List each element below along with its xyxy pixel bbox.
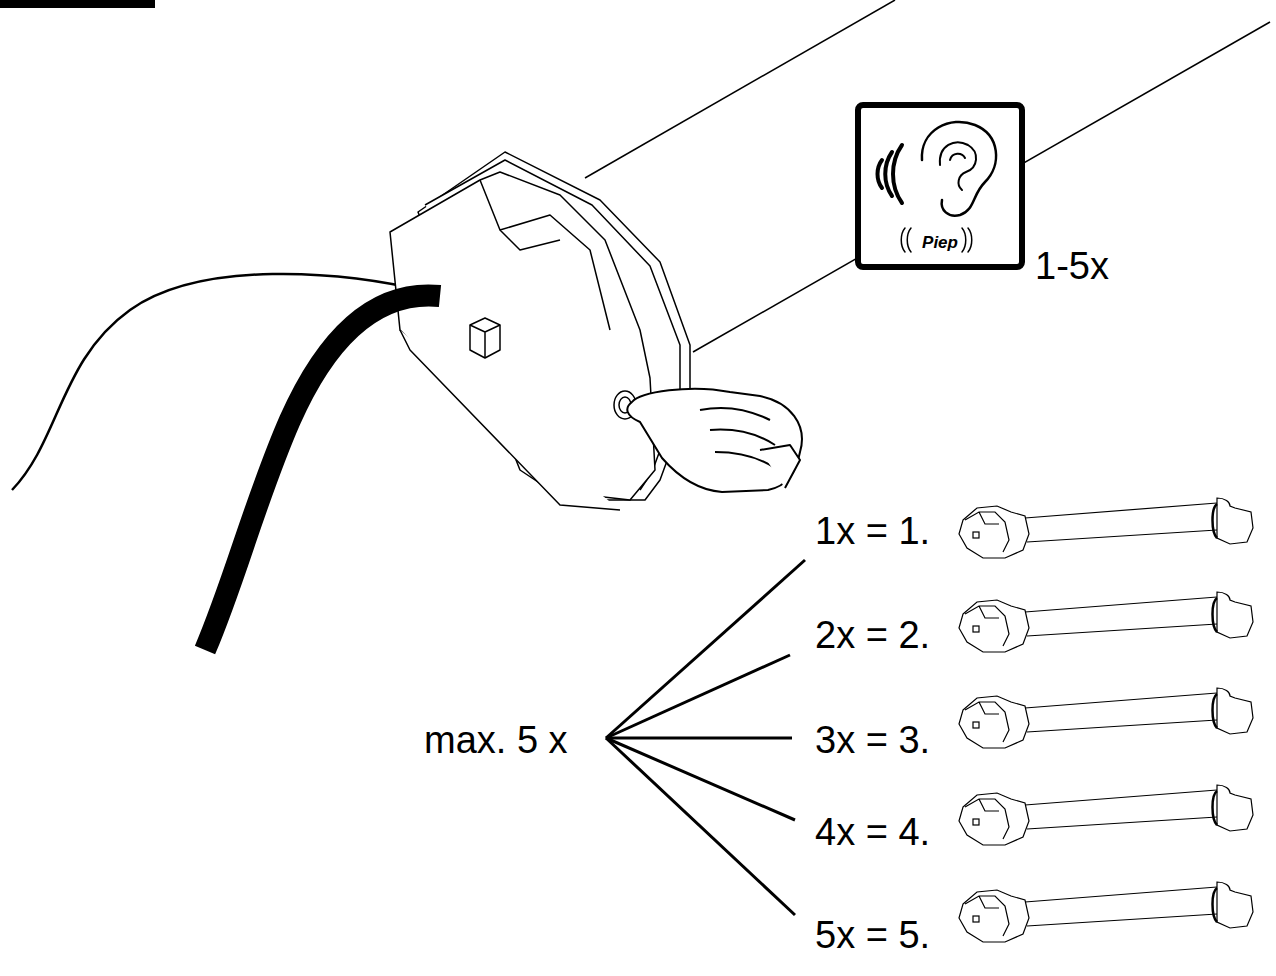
motor-thumbnail xyxy=(959,785,1253,845)
motor-assignment: 3x = 3. xyxy=(815,721,930,759)
motor-head xyxy=(390,152,690,510)
motor-thumbnail xyxy=(959,688,1253,748)
motor-assignment: 1x = 1. xyxy=(815,512,930,550)
ear-symbol xyxy=(878,122,997,252)
motor-thumbnails xyxy=(959,498,1253,942)
motor-assignment: 2x = 2. xyxy=(815,616,930,654)
fan-lines xyxy=(606,560,805,915)
motor-tube xyxy=(585,0,1270,352)
fan-line xyxy=(606,737,792,740)
max-count: max. 5 x xyxy=(424,721,568,759)
motor-assignment: 4x = 4. xyxy=(815,813,930,851)
fan-line xyxy=(606,738,795,820)
fan-line xyxy=(606,655,790,738)
power-cable xyxy=(205,295,440,650)
pressing-hand xyxy=(627,389,802,492)
fan-line xyxy=(606,738,795,915)
motor-assignment: 5x = 5. xyxy=(815,916,930,954)
motor-thumbnail xyxy=(959,592,1253,652)
repeat-count: 1-5x xyxy=(1035,247,1109,285)
beep-text: Piep xyxy=(861,234,1019,251)
icon-ground xyxy=(855,102,1025,270)
motor-thumbnail xyxy=(959,882,1253,942)
step-bar xyxy=(0,0,155,8)
motor-thumbnail xyxy=(959,498,1253,558)
fan-line xyxy=(606,560,805,738)
beep-icon-box: Piep xyxy=(855,102,1025,270)
